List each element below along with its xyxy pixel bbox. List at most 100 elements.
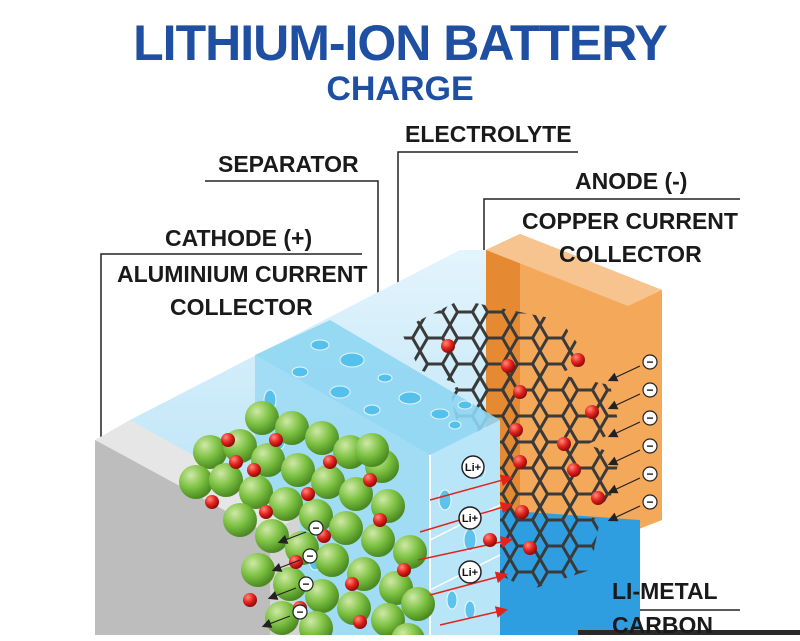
anode-label: ANODE (-): [575, 168, 688, 194]
electron-arrow: [607, 449, 641, 466]
separator-pore: [446, 590, 458, 610]
anode-lithium-ion: [515, 505, 529, 519]
electron-arrow: [607, 365, 641, 382]
cathode-lithium-ion: [323, 455, 337, 469]
lithium-ion-label-text: Li+: [462, 567, 478, 579]
cathode-particle: [281, 453, 315, 487]
electron-sign: −: [646, 467, 653, 481]
cathode-particle: [401, 587, 435, 621]
separator-pore: [310, 339, 330, 351]
separator-pore: [438, 489, 452, 511]
cathode-particle: [275, 411, 309, 445]
cathode-lithium-ion: [221, 433, 235, 447]
cathode-particle: [299, 499, 333, 533]
aluminium-collector-label-line2: COLLECTOR: [170, 294, 313, 320]
anode-lithium-ion: [513, 385, 527, 399]
separator-pore: [339, 352, 365, 368]
separator-pore: [291, 366, 309, 378]
cathode-particle: [315, 543, 349, 577]
cathode-particle: [299, 611, 333, 635]
cathode-particle: [311, 465, 345, 499]
electron-circle: [308, 520, 324, 536]
electron-arrow: [261, 615, 291, 628]
electron-arrow: [271, 559, 301, 572]
cathode-particle: [339, 477, 373, 511]
anode-lithium-ion: [585, 405, 599, 419]
separator-pore: [363, 404, 381, 416]
anode-lithium-ion: [523, 541, 537, 555]
electron-circle: [642, 466, 658, 482]
cathode-lithium-ion: [247, 463, 261, 477]
anode-lithium-ion: [557, 437, 571, 451]
cathode-particle: [391, 623, 425, 635]
electron-arrow: [267, 587, 297, 600]
anode-lithium-ion: [567, 463, 581, 477]
copper-collector-label-line1: COPPER CURRENT: [522, 208, 738, 234]
electron-circle: [642, 494, 658, 510]
electron-arrow: [607, 505, 641, 522]
separator-pore: [329, 385, 351, 399]
cathode-particle: [193, 435, 227, 469]
cathode-lithium-ion: [363, 473, 377, 487]
lithium-ion-label-circle: [458, 506, 482, 530]
electron-sign: −: [646, 411, 653, 425]
lithium-ion-label-circle: [458, 560, 482, 584]
cathode-particle: [209, 463, 243, 497]
electron-sign: −: [302, 577, 309, 591]
separator-pore: [464, 600, 476, 620]
separator-pore: [448, 420, 462, 430]
separator-pore: [377, 373, 393, 383]
electron-arrow: [607, 421, 641, 438]
cathode-particle: [179, 465, 213, 499]
anode-lithium-ion: [441, 339, 455, 353]
li-metal-label: LI-METAL: [612, 578, 718, 604]
separator-pore: [457, 400, 473, 410]
cathode-particle: [361, 523, 395, 557]
electron-sign: −: [312, 521, 319, 535]
lithium-ion-label-text: Li+: [465, 462, 481, 474]
cathode-particle: [269, 487, 303, 521]
electron-sign: −: [296, 605, 303, 619]
aluminium-collector-label-line1: ALUMINIUM CURRENT: [117, 261, 368, 287]
separator-pore: [398, 391, 422, 405]
anode-lithium-ion: [501, 359, 515, 373]
cathode-particle: [241, 553, 275, 587]
copper-collector-label-line2: COLLECTOR: [559, 241, 702, 267]
cathode-lithium-ion: [397, 563, 411, 577]
electron-circle: [292, 604, 308, 620]
ion-flow-arrow: [439, 606, 508, 626]
electron-circle: [642, 410, 658, 426]
carbon-label: CARBON: [612, 612, 713, 638]
cathode-particle: [273, 567, 307, 601]
anode-lithium-ion: [483, 533, 497, 547]
cathode-particle: [305, 421, 339, 455]
cathode-particle: [245, 401, 279, 435]
separator-pore: [430, 408, 450, 420]
cathode-lithium-ion: [243, 593, 257, 607]
cathode-particle: [255, 519, 289, 553]
diagram-title: LITHIUM-ION BATTERY: [133, 15, 668, 71]
cathode-particle: [355, 433, 389, 467]
cathode-particle: [329, 511, 363, 545]
electron-sign: −: [646, 495, 653, 509]
cathode-lithium-ion: [269, 433, 283, 447]
carbon-label-bar: [578, 630, 800, 635]
lithium-ion-labels: Li+Li+Li+: [458, 455, 485, 584]
cathode-lithium-ion: [353, 615, 367, 629]
anode-lithium-ions: [441, 339, 605, 555]
electrolyte-label: ELECTROLYTE: [405, 121, 572, 147]
electron-sign: −: [306, 549, 313, 563]
ion-flow-arrow: [429, 474, 513, 501]
electron-circle: [642, 354, 658, 370]
cathode-label: CATHODE (+): [165, 225, 313, 251]
cathode-lithium-ion: [373, 513, 387, 527]
electron-arrow: [607, 477, 641, 494]
electron-circle: [298, 576, 314, 592]
anode-lithium-ion: [571, 353, 585, 367]
electron-sign: −: [646, 383, 653, 397]
cathode-lithium-ion: [301, 487, 315, 501]
separator-label: SEPARATOR: [218, 151, 359, 177]
anode-lithium-ion: [591, 491, 605, 505]
cathode-particle: [265, 601, 299, 635]
